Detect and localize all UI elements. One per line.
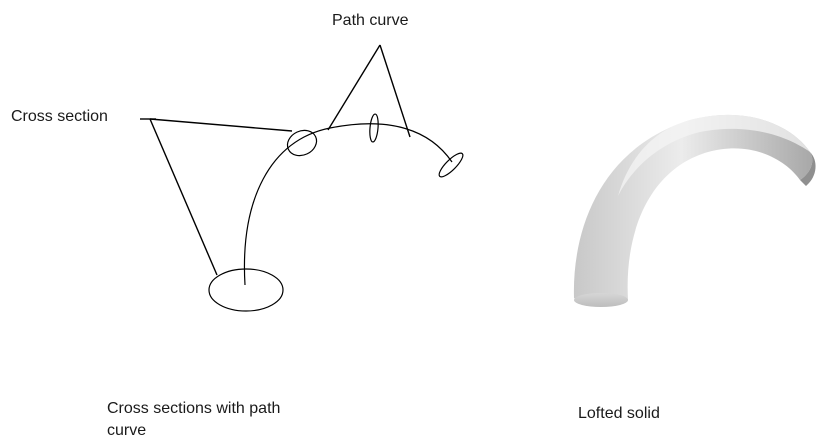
cross-section-middle bbox=[369, 113, 379, 143]
caption-cross-sections-line1: Cross sections with path bbox=[107, 400, 281, 417]
cross-section-end bbox=[438, 152, 464, 178]
leader-cross-a bbox=[149, 118, 293, 132]
leader-path-b bbox=[379, 44, 411, 138]
leader-path-a bbox=[327, 44, 381, 131]
path-curve-label: Path curve bbox=[332, 12, 409, 29]
cross-section-label: Cross section bbox=[11, 108, 108, 125]
caption-lofted-solid: Lofted solid bbox=[578, 405, 660, 422]
caption-cross-sections: Cross sections with path curve bbox=[107, 398, 347, 442]
cross-section-bottom bbox=[208, 268, 284, 312]
leader-cross-b bbox=[149, 118, 218, 276]
path-curve-line bbox=[243, 123, 453, 286]
caption-cross-sections-line2: curve bbox=[107, 422, 147, 439]
cross-section-upper bbox=[286, 129, 318, 157]
lofted-solid bbox=[573, 114, 816, 307]
